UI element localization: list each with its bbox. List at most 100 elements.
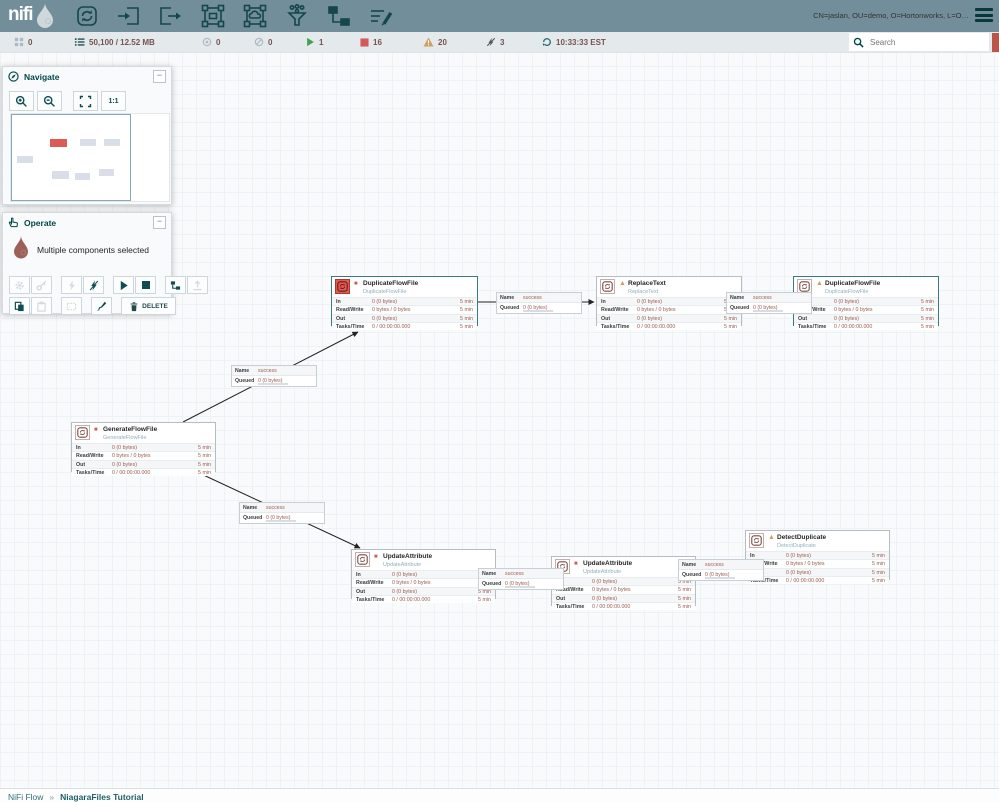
- stat-row: Tasks/Time 0 / 00:00:00.000 5 min: [746, 576, 889, 584]
- queue-progress-bar: [258, 383, 288, 385]
- processor[interactable]: ▲ ReplaceText ReplaceText In 0 (0 bytes)…: [596, 276, 742, 326]
- current-user[interactable]: CN=jaslan, OU=demo, O=Hortonworks, L=O…: [813, 11, 969, 20]
- run-status-icon: ■: [94, 427, 98, 433]
- connection-name-key: Name: [482, 571, 496, 577]
- delete-button[interactable]: DELETE: [121, 297, 176, 315]
- processor[interactable]: ■ UpdateAttribute UpdateAttribute In 0 (…: [351, 549, 496, 599]
- template-tool-icon[interactable]: [324, 1, 354, 31]
- refresh-status[interactable]: 10:33:33 EST: [542, 32, 606, 52]
- disabled-icon: [486, 37, 496, 47]
- fill-color-brush-icon[interactable]: [91, 297, 112, 315]
- connection-name-key: Name: [682, 562, 696, 568]
- minimap-component: [80, 139, 96, 146]
- stat-row: In 0 (0 bytes) 5 min: [72, 443, 215, 451]
- stat-label: Tasks/Time: [336, 324, 364, 330]
- access-key-icon: [31, 276, 52, 294]
- processor[interactable]: ■ GenerateFlowFile GenerateFlowFile In 0…: [71, 422, 216, 472]
- connection-name-row: Name success: [232, 366, 316, 376]
- stat-label: Out: [556, 596, 565, 602]
- run-status-icon: ■: [574, 561, 578, 567]
- zoom-actual-size-button[interactable]: 1:1: [101, 91, 126, 111]
- refresh-icon[interactable]: [542, 37, 552, 47]
- navigate-panel-title: Navigate: [24, 72, 148, 82]
- processor-type: ReplaceText: [628, 289, 658, 295]
- stat-row: In 0 (0 bytes) 5 min: [332, 297, 477, 305]
- connection-label[interactable]: Name success Queued 0 (0 bytes): [239, 502, 325, 524]
- queue-progress-bar: [705, 577, 735, 579]
- output-port-tool-icon[interactable]: [156, 1, 186, 31]
- disable-bolt-slash-icon[interactable]: [83, 276, 104, 294]
- create-template-icon[interactable]: [165, 276, 186, 294]
- zoom-fit-button[interactable]: [73, 91, 98, 111]
- stat-row: In 0 (0 bytes) 5 min: [552, 577, 695, 585]
- zoom-in-button[interactable]: [9, 91, 34, 111]
- label-tool-icon[interactable]: [366, 1, 396, 31]
- transmitting-count: 0: [216, 38, 220, 47]
- stat-label: Tasks/Time: [76, 470, 104, 476]
- minimap[interactable]: [10, 113, 170, 202]
- process-group-tool-icon[interactable]: [198, 1, 228, 31]
- stat-value: 0 (0 bytes): [834, 316, 859, 322]
- processor[interactable]: ▲ DuplicateFlowFile DuplicateFlowFile In…: [793, 276, 939, 326]
- connection-label[interactable]: Name success Queued 0 (0 bytes): [478, 568, 564, 590]
- stop-button[interactable]: [135, 276, 156, 294]
- processor-title: ReplaceText: [628, 280, 666, 287]
- connection-label[interactable]: Name success Queued 0 (0 bytes): [678, 559, 764, 581]
- stat-value: 0 / 00:00:00.000: [834, 324, 872, 330]
- connection-queued-key: Queued: [730, 305, 749, 311]
- connection-label[interactable]: Name success Queued 0 (0 bytes): [496, 292, 582, 314]
- copy-button[interactable]: [9, 297, 30, 315]
- minimap-component: [52, 171, 69, 179]
- processor-stats: In 0 (0 bytes) 5 min Read/Write 0 bytes …: [352, 570, 495, 603]
- connection-name-key: Name: [730, 295, 744, 301]
- stat-label: Read/Write: [601, 307, 629, 313]
- invalid-icon: [423, 37, 434, 47]
- operate-panel-header: Operate −: [3, 213, 171, 232]
- operate-collapse-button[interactable]: −: [153, 216, 166, 229]
- stopped-status: 16: [360, 32, 382, 52]
- start-button[interactable]: [113, 276, 134, 294]
- processor-tool-icon[interactable]: [72, 1, 102, 31]
- processor-icon: [335, 279, 350, 294]
- processor[interactable]: ■ UpdateAttribute UpdateAttribute In 0 (…: [551, 556, 696, 606]
- stat-window: 5 min: [921, 324, 934, 330]
- connection-name-value: success: [266, 505, 285, 511]
- breadcrumb-root[interactable]: NiFi Flow: [8, 792, 43, 802]
- navigate-collapse-button[interactable]: −: [153, 70, 166, 83]
- bulletin-indicator[interactable]: [992, 33, 999, 52]
- zoom-out-button[interactable]: [37, 91, 62, 111]
- status-bar: 0 50,100 / 12.52 MB 0 0 1 16 20 3: [0, 32, 999, 53]
- funnel-tool-icon[interactable]: [282, 1, 312, 31]
- stat-row: In 0 (0 bytes) 5 min: [352, 570, 495, 578]
- stat-value: 0 / 00:00:00.000: [372, 324, 410, 330]
- active-threads-status: 0: [14, 32, 32, 52]
- stat-label: Read/Write: [76, 453, 104, 459]
- run-status-icon: ▲: [768, 534, 775, 541]
- input-port-tool-icon[interactable]: [114, 1, 144, 31]
- running-status: 1: [306, 32, 323, 52]
- stat-window: 5 min: [198, 470, 211, 476]
- stat-row: Out 0 (0 bytes) 5 min: [72, 460, 215, 468]
- stat-row: In 0 (0 bytes) 5 min: [794, 297, 938, 305]
- remote-process-group-tool-icon[interactable]: [240, 1, 270, 31]
- connection-label[interactable]: Name success Queued 0 (0 bytes): [231, 365, 317, 387]
- stat-value: 0 bytes / 0 bytes: [112, 453, 151, 459]
- stat-row: Read/Write 0 bytes / 0 bytes 5 min: [332, 305, 477, 313]
- operate-panel: Operate − Multiple components selected: [2, 212, 172, 314]
- stat-row: Tasks/Time 0 / 00:00:00.000 5 min: [552, 602, 695, 610]
- connection-name-row: Name success: [679, 560, 763, 570]
- stat-row: Out 0 (0 bytes) 5 min: [332, 314, 477, 322]
- processor[interactable]: ▲ DetectDuplicate DetectDuplicate In 0 (…: [745, 530, 890, 580]
- connection-label[interactable]: Name success Queued 0 (0 bytes): [726, 292, 812, 314]
- stat-value: 0 (0 bytes): [372, 316, 397, 322]
- search-input[interactable]: [868, 37, 982, 48]
- stat-value: 0 (0 bytes): [112, 462, 137, 468]
- processor-header: ▲ ReplaceText ReplaceText: [597, 277, 741, 297]
- breadcrumb-current[interactable]: NiagaraFiles Tutorial: [60, 792, 143, 802]
- transmitting-icon: [202, 37, 212, 47]
- stat-row: Out 0 (0 bytes) 5 min: [552, 594, 695, 602]
- processor[interactable]: ■ DuplicateFlowFile DuplicateFlowFile In…: [331, 276, 478, 326]
- processor-title: DuplicateFlowFile: [363, 280, 418, 287]
- processor-type: GenerateFlowFile: [103, 435, 146, 441]
- global-menu-icon[interactable]: [975, 8, 993, 22]
